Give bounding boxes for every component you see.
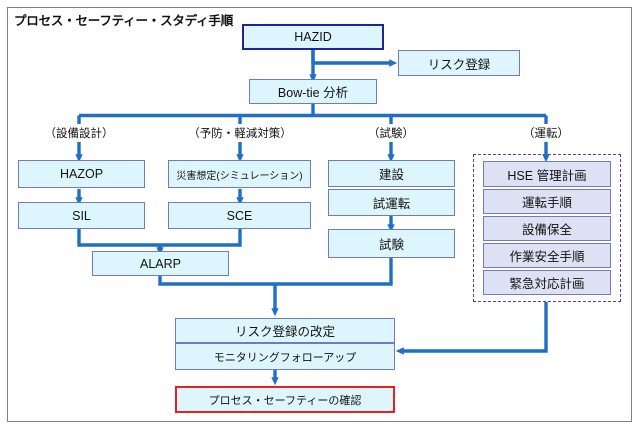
phase-label-test: （試験）	[368, 128, 414, 140]
node-monitoring-followup-label: モニタリングフォローアップ	[213, 351, 357, 364]
node-testing[interactable]: 試験	[328, 229, 455, 258]
node-construction[interactable]: 建設	[328, 160, 455, 187]
node-hse-management-plan-label: HSE 管理計画	[507, 168, 587, 183]
node-hazid[interactable]: HAZID	[242, 24, 384, 50]
node-commissioning-label: 試運転	[372, 197, 411, 211]
node-monitoring-followup[interactable]: モニタリングフォローアップ	[175, 343, 395, 370]
node-process-safety-confirmation[interactable]: プロセス・セーフティーの確認	[175, 386, 395, 413]
node-sce[interactable]: SCE	[168, 202, 311, 229]
phase-label-design: （設備設計）	[44, 128, 114, 140]
node-equipment-maintenance-label: 設備保全	[521, 223, 572, 237]
node-process-safety-confirmation-label: プロセス・セーフティーの確認	[208, 394, 362, 407]
node-alarp[interactable]: ALARP	[92, 251, 229, 276]
node-operating-procedure-label: 運転手順	[521, 196, 572, 210]
node-bowtie-analysis-label: Bow-tie 分析	[277, 86, 349, 100]
node-emergency-response-plan[interactable]: 緊急対応計画	[483, 270, 611, 295]
node-risk-register-revision-label: リスク登録の改定	[234, 325, 335, 339]
node-sce-label: SCE	[226, 208, 253, 223]
node-hazop-label: HAZOP	[59, 167, 104, 181]
node-hazop[interactable]: HAZOP	[18, 160, 145, 188]
node-disaster-simulation[interactable]: 災害想定(シミュレーション)	[168, 160, 311, 188]
node-operating-procedure[interactable]: 運転手順	[483, 189, 611, 214]
node-construction-label: 建設	[378, 168, 404, 182]
node-hse-management-plan[interactable]: HSE 管理計画	[483, 161, 611, 187]
node-risk-register[interactable]: リスク登録	[398, 50, 520, 76]
phase-label-prevention: （予防・軽減対策）	[188, 128, 292, 140]
node-sil-label: SIL	[72, 208, 91, 223]
node-risk-register-revision[interactable]: リスク登録の改定	[175, 318, 395, 343]
node-bowtie-analysis[interactable]: Bow-tie 分析	[249, 79, 377, 104]
diagram-title: プロセス・セーフティー・スタディ手順	[14, 14, 234, 28]
node-work-safety-procedure-label: 作業安全手順	[509, 250, 585, 264]
node-emergency-response-plan-label: 緊急対応計画	[509, 277, 585, 291]
node-alarp-label: ALARP	[140, 256, 181, 271]
node-testing-label: 試験	[378, 238, 404, 252]
node-disaster-simulation-label: 災害想定(シミュレーション)	[176, 170, 303, 182]
phase-label-operation: （運転）	[523, 128, 569, 140]
node-work-safety-procedure[interactable]: 作業安全手順	[483, 243, 611, 268]
node-commissioning[interactable]: 試運転	[328, 189, 455, 216]
node-risk-register-label: リスク登録	[427, 57, 491, 72]
node-hazid-label: HAZID	[294, 30, 332, 44]
node-sil[interactable]: SIL	[18, 202, 145, 229]
node-equipment-maintenance[interactable]: 設備保全	[483, 216, 611, 241]
